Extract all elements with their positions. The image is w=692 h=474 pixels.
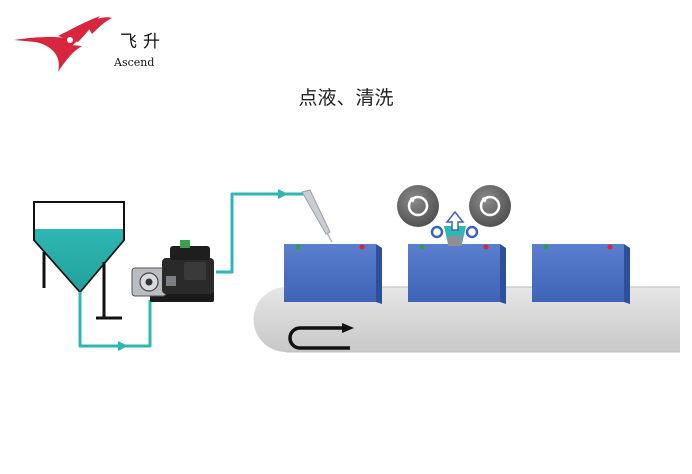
page-title: 点液、清洗 <box>298 87 393 109</box>
positive-terminal <box>483 244 489 250</box>
flow-arrow-icon <box>118 341 128 351</box>
brand-logo: 飞升 Ascend <box>14 16 166 72</box>
negative-terminal <box>543 244 549 250</box>
negative-terminal <box>295 244 301 250</box>
positive-terminal <box>607 244 613 250</box>
dispensing-pump <box>131 240 214 302</box>
swallow-logo-icon <box>14 16 112 72</box>
hopper-tank <box>33 201 125 320</box>
logo-chinese-text: 飞升 <box>120 32 166 52</box>
battery-cell <box>532 244 630 304</box>
rotate-arrow-icon <box>410 196 416 203</box>
positive-terminal <box>359 244 365 250</box>
up-arrow-icon <box>445 210 465 231</box>
battery-cell <box>284 244 382 304</box>
cleaning-roller-left <box>397 185 439 227</box>
logo-english-text: Ascend <box>113 56 154 69</box>
direction-arrow-head-icon <box>342 323 354 333</box>
dispensing-needle <box>301 189 333 243</box>
conveyor-direction-arrow <box>288 326 350 350</box>
rotate-arrow-icon <box>482 196 488 203</box>
flow-arrow-icon <box>278 189 288 199</box>
cleaning-nozzle <box>444 210 466 246</box>
negative-terminal <box>419 244 425 250</box>
cleaning-station <box>397 185 511 246</box>
cleaning-roller-right <box>469 185 511 227</box>
battery-cell <box>408 244 506 304</box>
